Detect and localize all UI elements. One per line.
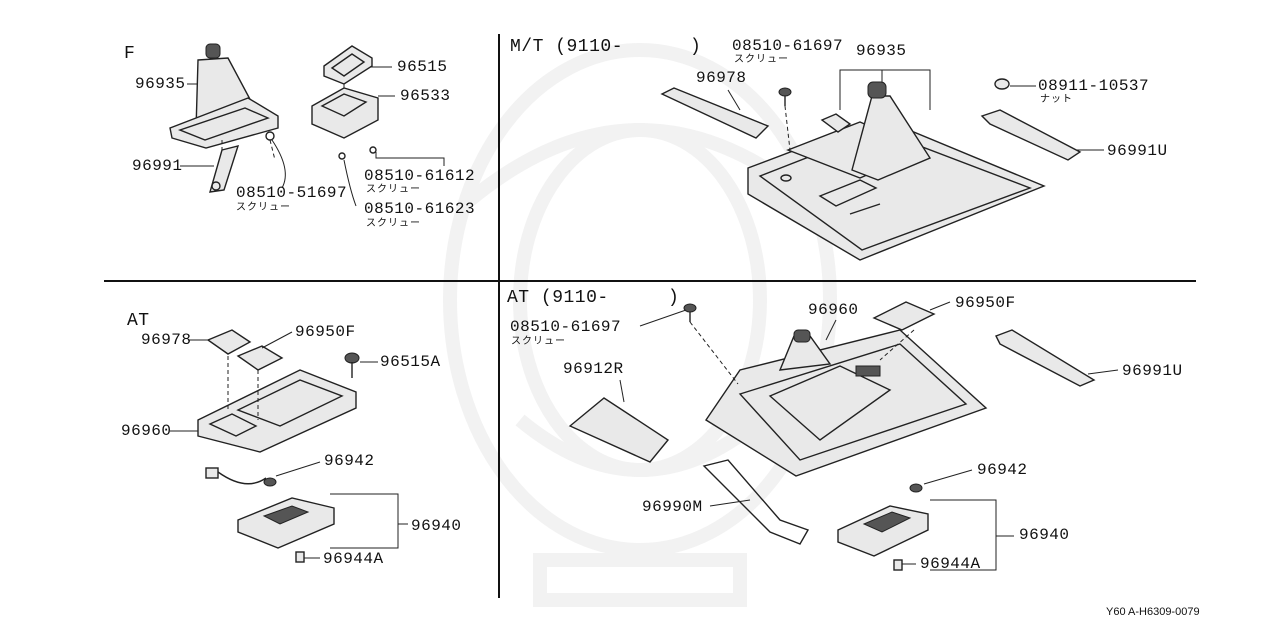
atr-pad-96950F bbox=[872, 301, 936, 331]
part-label: 96912R bbox=[563, 360, 624, 378]
section-title-mt-close: ) bbox=[690, 37, 702, 57]
part-label: 96991U bbox=[1107, 142, 1168, 160]
part-label: 96950F bbox=[955, 294, 1016, 312]
part-label: 08911-10537 bbox=[1038, 77, 1150, 95]
atl-screw-96515A bbox=[344, 352, 360, 378]
part-label: 08510-61697 bbox=[510, 318, 622, 336]
atr-bracket-96990M bbox=[702, 459, 810, 545]
part-sublabel: スクリュー bbox=[236, 203, 291, 214]
part-label: 08510-61612 bbox=[364, 167, 476, 185]
mt-console bbox=[747, 81, 1046, 261]
part-label: 96960 bbox=[121, 422, 172, 440]
section-title-at-right: AT (9110- bbox=[507, 288, 609, 308]
part-sublabel: スクリュー bbox=[366, 219, 421, 230]
part-label: 96935 bbox=[135, 75, 186, 93]
part-sublabel: ナット bbox=[1040, 95, 1073, 106]
atl-pad-96978 bbox=[206, 329, 252, 355]
atl-harness-96942 bbox=[205, 467, 277, 487]
part-label: 08510-61623 bbox=[364, 200, 476, 218]
part-label: 96991 bbox=[132, 157, 183, 175]
part-label: 08510-51697 bbox=[236, 184, 348, 202]
atr-clip-96942 bbox=[909, 483, 923, 493]
part-label: 96942 bbox=[977, 461, 1028, 479]
part-sublabel: スクリュー bbox=[511, 337, 566, 348]
part-label: 96942 bbox=[324, 452, 375, 470]
section-title-mt: M/T (9110- bbox=[510, 37, 624, 57]
atr-panel-96940 bbox=[837, 505, 929, 571]
part-label: 96978 bbox=[696, 69, 747, 87]
mt-bracket-96991U bbox=[980, 109, 1082, 161]
part-label: 96940 bbox=[1019, 526, 1070, 544]
atr-bracket-96991U bbox=[995, 329, 1096, 387]
diagram-code: Y60 A-H6309-0079 bbox=[1106, 606, 1200, 618]
part-label: 96935 bbox=[856, 42, 907, 60]
watermark bbox=[443, 43, 837, 607]
part-label: 96960 bbox=[808, 301, 859, 319]
section-title-f: F bbox=[124, 44, 136, 64]
part-label: 96940 bbox=[411, 517, 462, 535]
atl-pad-96950F bbox=[236, 345, 284, 371]
part-label: 96533 bbox=[400, 87, 451, 105]
f-bezel-96533 bbox=[311, 84, 379, 160]
mt-screw bbox=[778, 87, 792, 151]
part-label: 96978 bbox=[141, 331, 192, 349]
mt-nut bbox=[994, 78, 1010, 90]
part-label: 96944A bbox=[920, 555, 981, 573]
part-label: 96990M bbox=[642, 498, 703, 516]
part-sublabel: スクリュー bbox=[734, 55, 789, 66]
f-shift-boot bbox=[169, 43, 279, 149]
atr-screw bbox=[683, 303, 697, 322]
part-sublabel: スクリュー bbox=[366, 185, 421, 196]
part-label: 08510-61697 bbox=[732, 37, 844, 55]
part-label: 96991U bbox=[1122, 362, 1183, 380]
atr-console-96960 bbox=[689, 321, 988, 477]
mt-pad-96978 bbox=[660, 87, 770, 139]
atl-panel-96940 bbox=[237, 497, 335, 563]
part-label: 96515A bbox=[380, 353, 441, 371]
part-label: 96944A bbox=[323, 550, 384, 568]
part-label: 96515 bbox=[397, 58, 448, 76]
section-title-at-left: AT bbox=[127, 311, 150, 331]
f-cover-96515 bbox=[323, 45, 373, 85]
atl-console-96960 bbox=[197, 356, 357, 453]
part-label: 96950F bbox=[295, 323, 356, 341]
atr-trim-96912R bbox=[568, 397, 670, 463]
f-lever-bracket bbox=[209, 131, 276, 193]
section-title-at-right-close: ) bbox=[668, 288, 680, 308]
